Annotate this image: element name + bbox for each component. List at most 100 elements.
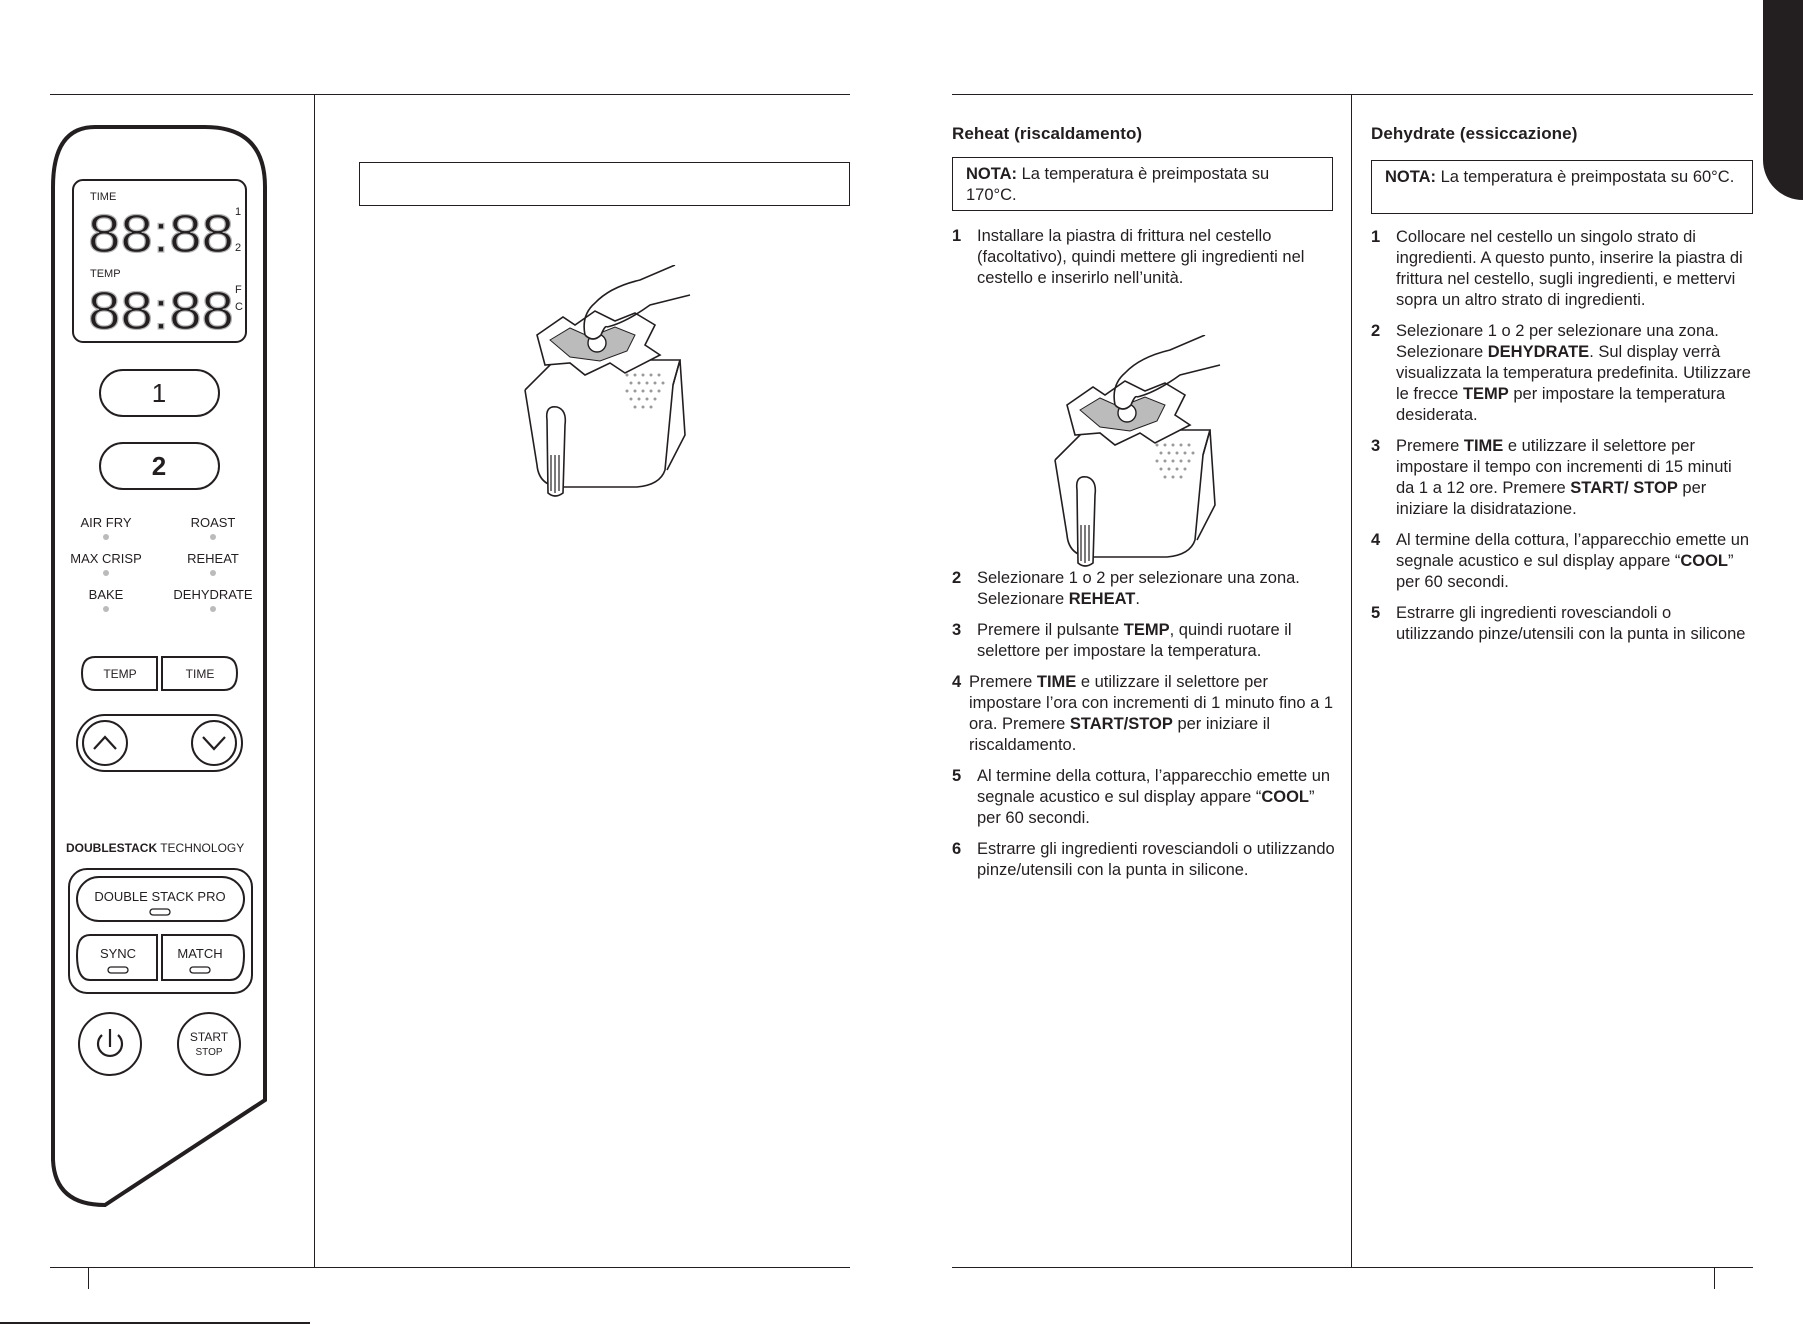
panel-outline: [51, 125, 267, 1208]
step-text: Premere il pulsante TEMP, quindi ruotare…: [977, 621, 1292, 660]
zone-indicator-2: 2: [235, 242, 241, 254]
dehydrate-note-label: NOTA:: [1385, 168, 1437, 186]
step-text: Al termine della cottura, l’apparecchio …: [977, 767, 1331, 827]
step-number: 5: [1371, 604, 1381, 622]
function-dehydrate: DEHYDRATE: [173, 587, 253, 602]
column-divider-right: [1351, 94, 1353, 1267]
zone-2-label: 2: [152, 451, 166, 481]
zone-indicator-1: 1: [235, 206, 241, 218]
dehydrate-title: Dehydrate (essiccazione): [1371, 124, 1578, 143]
step-text: Al termine della cottura, l’apparecchio …: [1396, 531, 1750, 591]
step-number: 1: [952, 227, 962, 245]
doublestack-group-frame: [68, 868, 253, 994]
dehydrate-note-text: La temperatura è preimpostata su 60°C.: [1436, 168, 1735, 186]
step-text: Premere TIME e utilizzare il selettore p…: [969, 673, 1334, 754]
reheat-steps-bottom: 2 Selezionare 1 o 2 per selezionare una …: [952, 568, 1336, 891]
column-divider-left: [314, 94, 316, 1267]
footer-line: [0, 1322, 310, 1324]
function-bake: BAKE: [89, 587, 124, 602]
unit-indicator-c: C: [235, 301, 243, 313]
temp-button-label: TEMP: [103, 667, 136, 681]
temp-button: [80, 656, 158, 691]
dehydrate-step-1: 1 Collocare nel cestello un singolo stra…: [1371, 227, 1753, 311]
basket-illustration-left: [524, 265, 691, 497]
step-number: 3: [952, 621, 962, 639]
display-time-label: TIME: [90, 191, 116, 203]
doublestack-technology: DOUBLESTACK TECHNOLOGY: [66, 841, 244, 855]
unit-indicator-f: F: [235, 284, 242, 296]
sync-label: SYNC: [100, 946, 136, 961]
step-text: Selezionare 1 o 2 per selezionare una zo…: [1396, 322, 1751, 424]
function-reheat: REHEAT: [187, 551, 239, 566]
function-max-crisp: MAX CRISP: [70, 551, 142, 566]
zone-1-button: [99, 369, 220, 417]
top-rule-right: [952, 94, 1753, 96]
zone-1-label: 1: [152, 378, 166, 408]
step-number: 1: [1371, 228, 1381, 246]
time-button: [161, 656, 239, 691]
zone-2-button: [99, 442, 220, 490]
down-arrow-icon: [202, 736, 226, 751]
dehydrate-step-2: 2 Selezionare 1 o 2 per selezionare una …: [1371, 321, 1753, 426]
page-number-tick-right: [1714, 1267, 1716, 1289]
page-number-tick-left: [88, 1267, 90, 1289]
reheat-note-text: La temperatura è preimpostata su 170°C.: [966, 165, 1270, 204]
step-number: 6: [952, 840, 962, 858]
step-text: Collocare nel cestello un singolo strato…: [1396, 228, 1743, 309]
display-digits-bottom: 88:88: [88, 281, 234, 341]
display-digits-top: 88:88: [88, 204, 234, 264]
reheat-note: NOTA: La temperatura è preimpostata su 1…: [952, 157, 1333, 211]
down-arrow-button: [191, 720, 237, 766]
bottom-rule-left: [50, 1267, 850, 1269]
bottom-rule-right: [952, 1267, 1753, 1269]
double-stack-pro-button: [76, 876, 245, 922]
chapter-tab: [1763, 0, 1803, 200]
reheat-step-2: 2 Selezionare 1 o 2 per selezionare una …: [952, 568, 1336, 610]
sync-button: [75, 934, 158, 981]
step-number: 4: [952, 673, 962, 691]
step-number: 5: [952, 767, 962, 785]
reheat-step-1: 1 Installare la piastra di frittura nel …: [952, 226, 1334, 289]
top-rule-left: [50, 94, 850, 96]
dehydrate-steps: 1 Collocare nel cestello un singolo stra…: [1371, 227, 1753, 655]
reheat-step-6: 6 Estrarre gli ingredienti rovesciandoli…: [952, 839, 1336, 881]
reheat-steps-top: 1 Installare la piastra di frittura nel …: [952, 226, 1334, 299]
arrow-buttons-frame: [76, 714, 243, 772]
step-text: Installare la piastra di frittura nel ce…: [977, 227, 1305, 287]
double-stack-pro-label: DOUBLE STACK PRO: [94, 889, 225, 904]
step-text: Estrarre gli ingredienti rovesciandoli o…: [977, 840, 1335, 879]
function-roast: ROAST: [191, 515, 236, 530]
power-button: [78, 1012, 142, 1076]
step-text: Estrarre gli ingredienti rovesciandoli o…: [1396, 604, 1746, 643]
reheat-step-4: 4 Premere TIME e utilizzare il selettore…: [952, 672, 1336, 756]
dehydrate-note: NOTA: La temperatura è preimpostata su 6…: [1371, 160, 1753, 214]
start-stop-button: [177, 1012, 241, 1076]
dehydrate-step-4: 4 Al termine della cottura, l’apparecchi…: [1371, 530, 1753, 593]
step-number: 2: [1371, 322, 1381, 340]
dehydrate-step-5: 5 Estrarre gli ingredienti rovesciandoli…: [1371, 603, 1753, 645]
reheat-note-label: NOTA:: [966, 165, 1018, 183]
stop-label: STOP: [195, 1047, 222, 1058]
time-button-label: TIME: [186, 667, 215, 681]
step-number: 4: [1371, 531, 1381, 549]
basket-illustration-right: [1054, 335, 1221, 567]
display-temp-label: TEMP: [90, 268, 121, 280]
empty-note-box: [359, 162, 850, 206]
power-icon: [96, 1034, 124, 1057]
display-screen: [72, 179, 247, 343]
step-number: 3: [1371, 437, 1381, 455]
match-button: [161, 934, 246, 981]
step-number: 2: [952, 569, 962, 587]
step-text: Premere TIME e utilizzare il selettore p…: [1396, 437, 1732, 518]
control-panel-diagram: TIME 88:88 1 2 TEMP 88:88 F C 1 2 AIR FR…: [51, 125, 267, 1208]
step-text: Selezionare 1 o 2 per selezionare una zo…: [977, 569, 1300, 608]
match-label: MATCH: [177, 946, 222, 961]
dehydrate-step-3: 3 Premere TIME e utilizzare il selettore…: [1371, 436, 1753, 520]
up-arrow-icon: [93, 735, 117, 750]
start-label: START: [190, 1030, 229, 1044]
reheat-step-3: 3 Premere il pulsante TEMP, quindi ruota…: [952, 620, 1336, 662]
reheat-title: Reheat (riscaldamento): [952, 124, 1143, 143]
reheat-step-5: 5 Al termine della cottura, l’apparecchi…: [952, 766, 1336, 829]
up-arrow-button: [82, 720, 128, 766]
function-air-fry: AIR FRY: [80, 515, 131, 530]
